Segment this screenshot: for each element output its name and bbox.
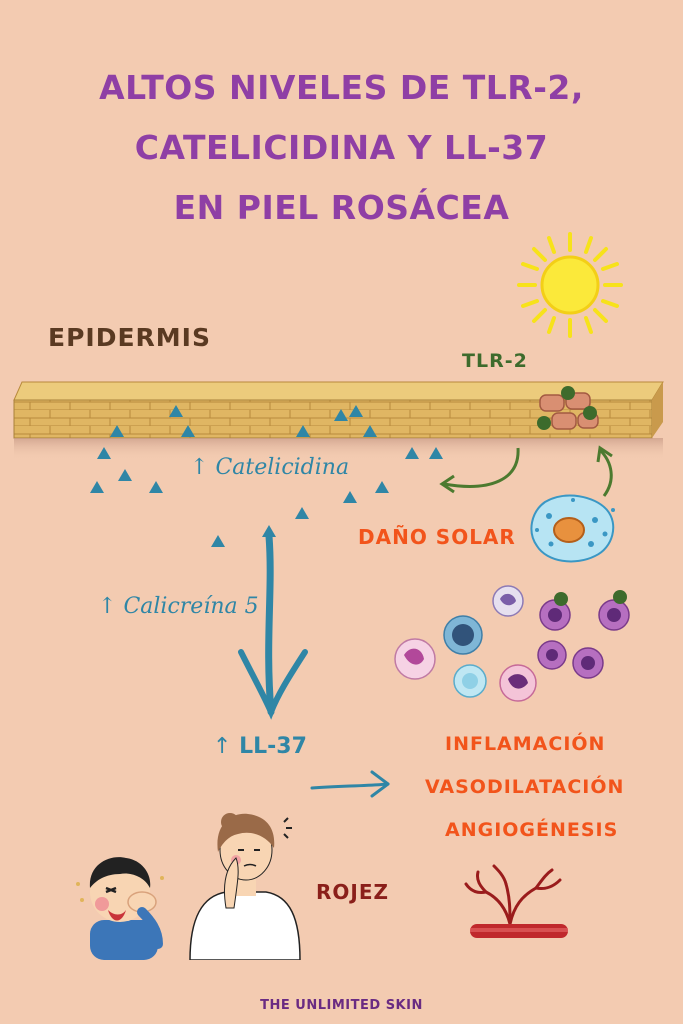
title-line-3: EN PIEL ROSÁCEA [173,188,510,227]
effect-inflamacion: INFLAMACIÓN [445,733,606,755]
down-arrow-icon [238,532,308,720]
title-line-2: CATELICIDINA Y LL-37 [134,128,549,167]
rojez-label: ROJEZ [316,880,390,904]
green-arrows [439,445,613,497]
footer-brand: THE UNLIMITED SKIN [260,998,423,1013]
dano-solar-label: DAÑO SOLAR [358,525,516,549]
effect-angiogenesis: ANGIOGÉNESIS [445,819,619,841]
up-arrow-icon: ↑ [98,594,117,619]
title-line-1: ALTOS NIVELES DE TLR-2, [99,68,584,107]
effect-vasodilatacion: VASODILATACIÓN [425,776,625,798]
crying-child-illustration [76,857,164,960]
woman-illustration [189,813,301,960]
immune-cells-cluster [394,585,630,702]
damaged-cell-icon [530,494,615,563]
epidermis-brick-layer [13,381,664,460]
calicreina-label: ↑ Calicreína 5 [98,594,259,619]
epidermis-label: EPIDERMIS [48,323,211,352]
calicreina-text: Calicreína 5 [123,594,259,619]
blood-vessel-icon [464,864,568,938]
up-arrow-icon: ↑ [213,734,232,759]
skin-cells-cluster [537,386,599,430]
sun-icon [517,232,623,338]
tlr2-label: TLR-2 [462,350,528,372]
catelicidina-label: ↑ Catelicidina [190,455,349,480]
ll37-label: ↑ LL-37 [213,734,307,759]
ll37-text: LL-37 [239,734,307,759]
immune-cell-small [492,585,524,617]
right-arrow-icon [310,770,390,798]
up-arrow-icon: ↑ [190,455,209,480]
catelicidin-molecules [90,405,443,547]
catelicidina-text: Catelicidina [215,455,350,480]
